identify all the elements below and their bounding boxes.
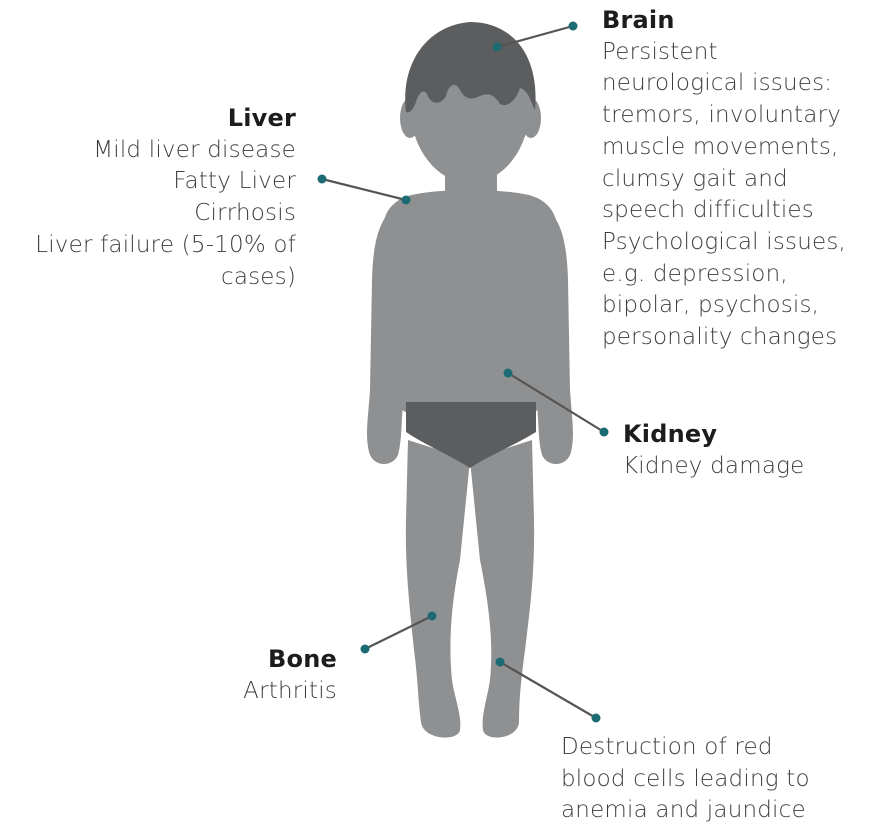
liver-label: Liver Mild liver disease Fatty Liver Cir… [35,103,296,293]
bone-label: Bone Arthritis [243,644,337,707]
brain-line: Persistent [602,37,846,69]
bone-dot-on-body [428,612,437,621]
liver-line: Cirrhosis [35,198,296,230]
brain-line: personality changes [602,322,846,354]
child-body-silhouette [367,27,573,738]
brain-dot-on-body [493,43,502,52]
blood-label: Destruction of red blood cells leading t… [561,732,810,822]
brain-dot-end [569,22,578,31]
liver-dot-end [318,175,327,184]
brain-line: Psychological issues, [602,227,846,259]
blood-dot-on-body [496,658,505,667]
kidney-dot-end [600,428,609,437]
liver-connector-line [322,179,406,200]
kidney-label: Kidney Kidney damage [623,419,804,482]
brain-line: clumsy gait and [602,164,846,196]
blood-dot-end [592,714,601,723]
brain-heading: Brain [602,5,846,37]
blood-line: Destruction of red [561,732,810,764]
brain-label: Brain Persistent neurological issues: tr… [602,5,846,354]
brain-line: speech difficulties [602,195,846,227]
blood-line: anemia and jaundice [561,795,810,822]
liver-line: cases) [35,262,296,294]
left-leg-shape [406,440,470,738]
brain-line: neurological issues: [602,68,846,100]
kidney-line: Kidney damage [623,451,804,483]
right-ear [521,98,541,138]
bone-dot-end [361,645,370,654]
kidney-heading: Kidney [623,419,804,451]
liver-dot-on-body [402,196,411,205]
brain-line: muscle movements, [602,132,846,164]
torso-shape [383,190,557,412]
liver-line: Liver failure (5-10% of [35,230,296,262]
right-leg-shape [470,440,534,738]
brain-line: e.g. depression, [602,259,846,291]
kidney-dot-on-body [504,369,513,378]
brain-line: bipolar, psychosis, [602,290,846,322]
liver-line: Fatty Liver [35,166,296,198]
brain-line: tremors, involuntary [602,100,846,132]
liver-line: Mild liver disease [35,135,296,167]
blood-line: blood cells leading to [561,764,810,796]
bone-heading: Bone [243,644,337,676]
liver-heading: Liver [35,103,296,135]
bone-line: Arthritis [243,676,337,708]
